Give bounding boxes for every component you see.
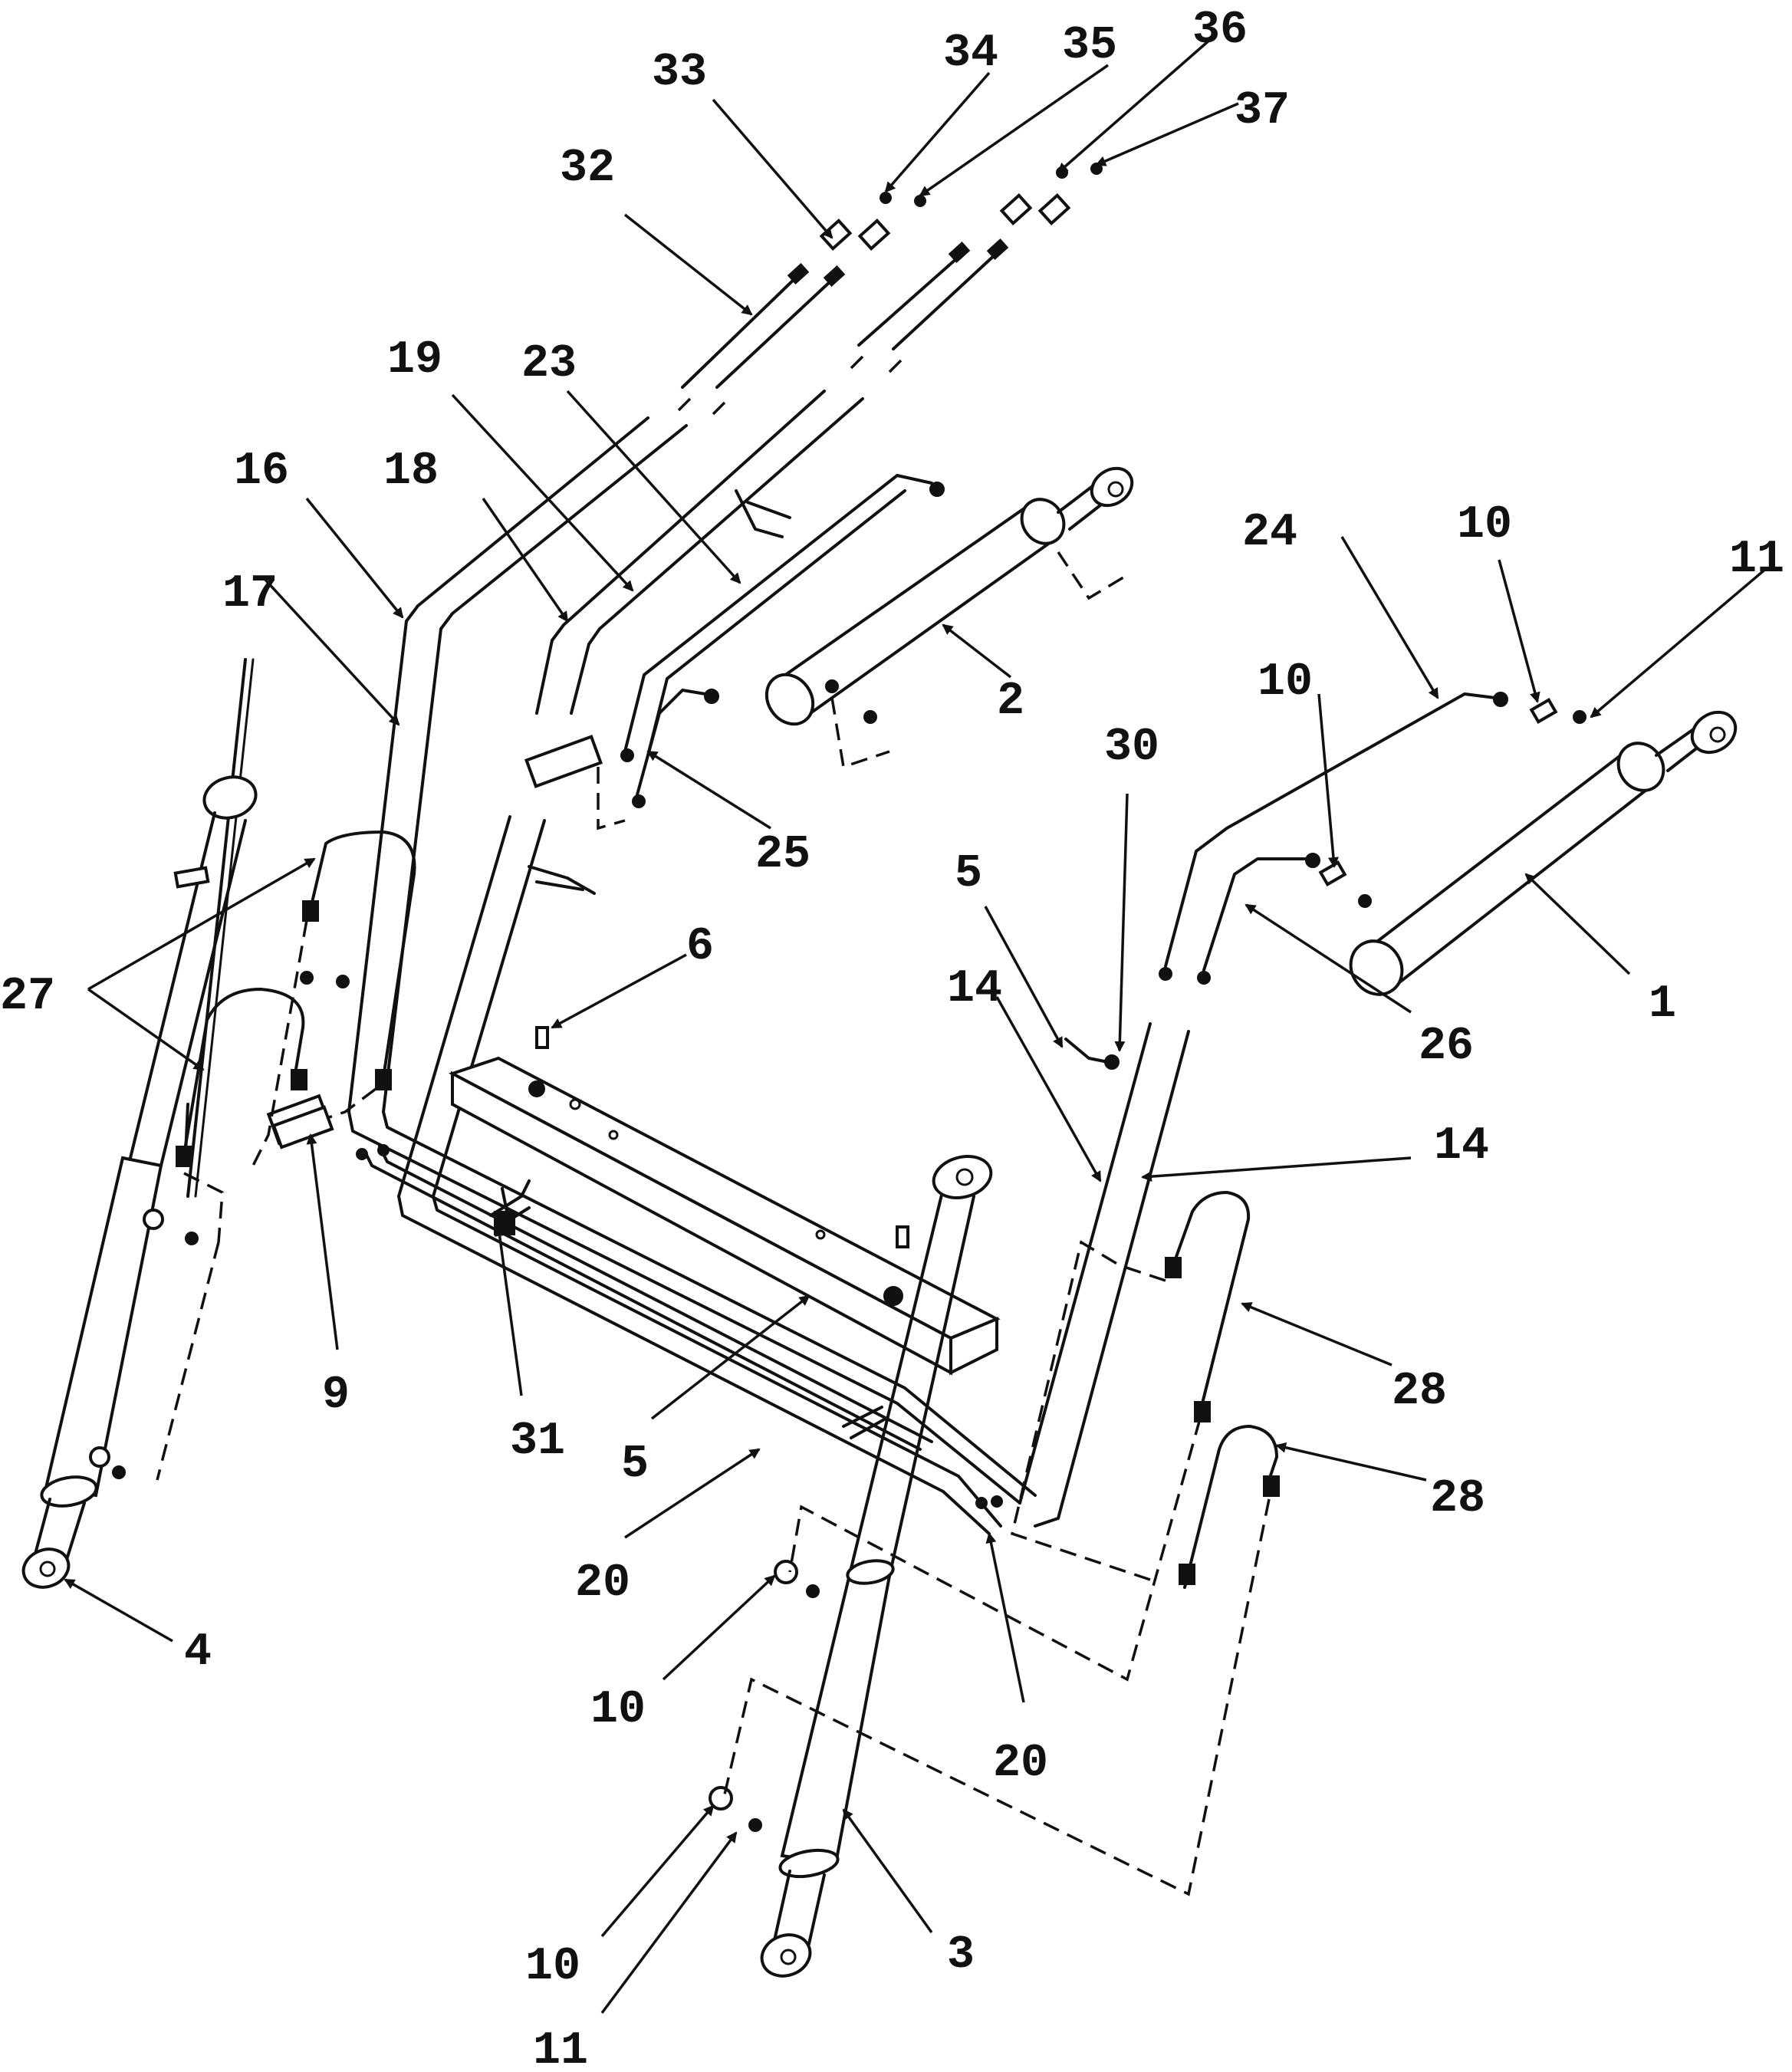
label-36: 36 xyxy=(1192,5,1248,57)
label-16: 16 xyxy=(234,446,289,498)
small-hardware xyxy=(271,489,1120,1235)
label-10-mid: 10 xyxy=(1258,656,1313,709)
label-19: 19 xyxy=(387,334,442,386)
label-34: 34 xyxy=(943,28,998,80)
cylinder-2 xyxy=(764,466,1134,769)
u-hoses-27 xyxy=(156,830,416,1481)
label-27: 27 xyxy=(0,971,55,1023)
label-25: 25 xyxy=(755,829,811,881)
callout-labels: 1 2 3 4 5 5 6 9 10 10 10 10 11 11 14 14 … xyxy=(0,5,1784,2072)
label-11-top: 11 xyxy=(1729,534,1784,586)
label-14-right: 14 xyxy=(1434,1120,1489,1172)
label-10-top: 10 xyxy=(1457,499,1512,551)
label-30: 30 xyxy=(1104,722,1159,774)
label-32: 32 xyxy=(560,143,615,195)
label-24: 24 xyxy=(1242,507,1297,559)
label-26: 26 xyxy=(1419,1021,1474,1073)
label-37: 37 xyxy=(1235,85,1290,137)
label-11-bottom: 11 xyxy=(533,2025,588,2072)
label-20-left: 20 xyxy=(575,1557,630,1610)
label-20-right: 20 xyxy=(993,1738,1048,1790)
label-28-lower: 28 xyxy=(1430,1473,1485,1525)
label-3: 3 xyxy=(947,1929,975,1982)
label-10-lower: 10 xyxy=(590,1684,646,1736)
upper-hose-bundle xyxy=(405,163,1103,646)
label-17: 17 xyxy=(222,568,278,620)
label-35: 35 xyxy=(1062,20,1117,72)
hoses-to-cylinder-1 xyxy=(1018,692,1508,1528)
cylinder-1 xyxy=(1318,697,1738,996)
leader-lines xyxy=(64,37,1769,2014)
label-31: 31 xyxy=(510,1416,565,1468)
label-1: 1 xyxy=(1649,978,1676,1031)
label-4: 4 xyxy=(184,1626,212,1679)
label-10-bottom: 10 xyxy=(525,1941,580,1993)
label-14-left: 14 xyxy=(947,963,1002,1015)
label-5-upper: 5 xyxy=(955,848,982,900)
label-6: 6 xyxy=(686,921,714,973)
label-28-upper: 28 xyxy=(1392,1366,1447,1418)
cross-member-5 xyxy=(448,1026,1001,1439)
label-5-lower: 5 xyxy=(621,1439,649,1491)
label-23: 23 xyxy=(521,338,577,390)
cylinder-4 xyxy=(21,658,258,1589)
label-33: 33 xyxy=(652,47,707,99)
label-2: 2 xyxy=(997,676,1024,728)
label-18: 18 xyxy=(383,446,439,498)
label-9: 9 xyxy=(322,1370,350,1422)
